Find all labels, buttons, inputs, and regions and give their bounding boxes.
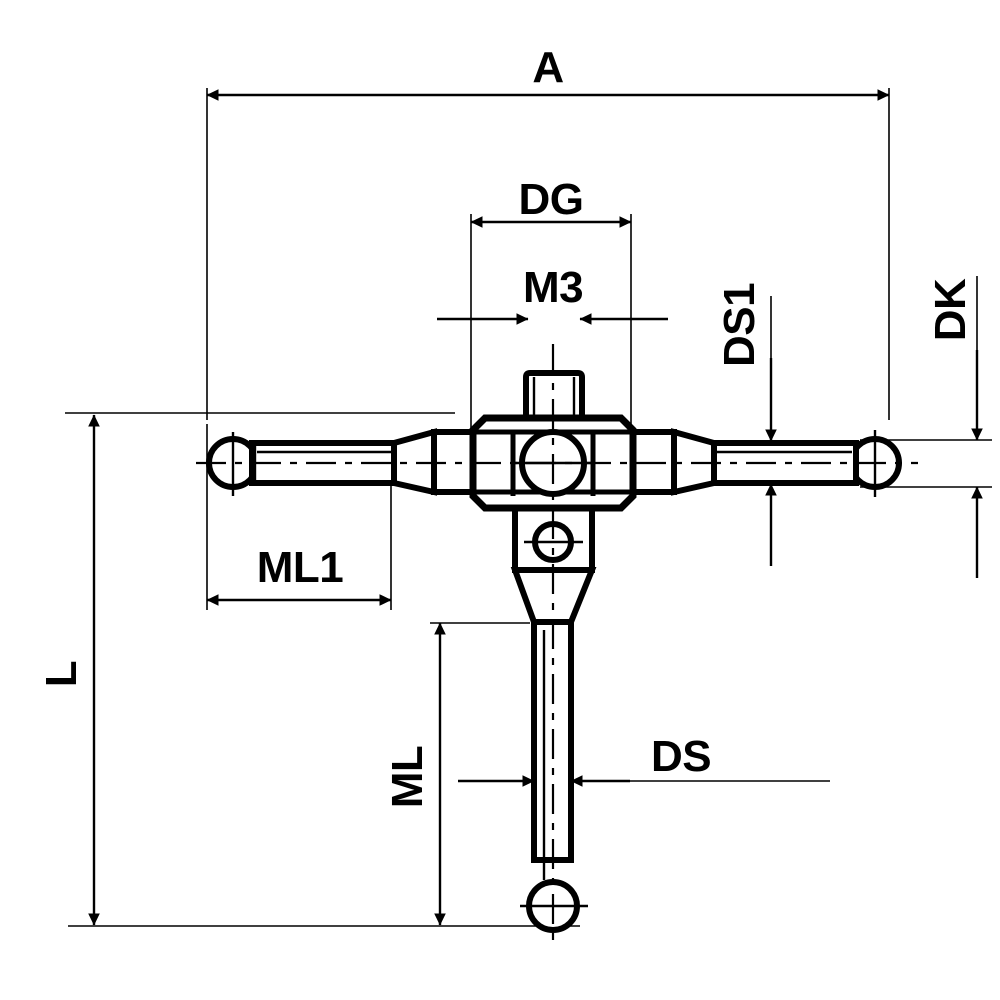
dimension-label-M3: M3: [522, 263, 584, 312]
dimension-label-ML1: ML1: [256, 543, 344, 592]
dimension-lines: [88, 89, 983, 926]
dimension-label-ML: ML: [383, 745, 432, 809]
dimension-label-DG: DG: [518, 175, 585, 224]
dimension-label-A: A: [532, 43, 564, 92]
dimension-label-DK: DK: [926, 278, 975, 342]
dimension-label-L: L: [37, 660, 86, 688]
top-threaded-boss: [523, 370, 585, 421]
center-marks: [231, 430, 877, 908]
dimension-label-DS1: DS1: [715, 282, 764, 368]
center-lines: [196, 344, 918, 948]
dimension-label-DS: DS: [650, 732, 712, 781]
